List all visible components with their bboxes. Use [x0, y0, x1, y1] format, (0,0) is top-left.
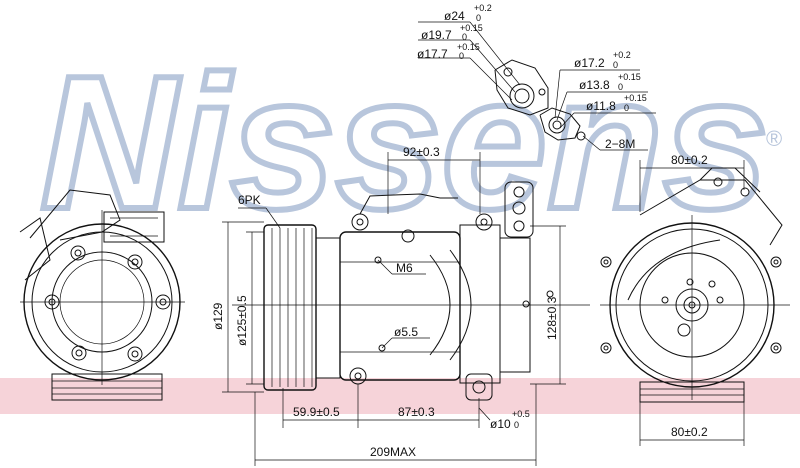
watermark-band	[0, 378, 800, 414]
dim-d11-8-tol-dn: 0	[624, 103, 629, 113]
dim-width-87: 87±0.3	[398, 405, 435, 419]
dim-d19-7: ø19.7	[421, 28, 452, 42]
dim-d17-2-tol-up: +0.2	[613, 50, 631, 60]
fitting-dim-labels: ø24 +0.2 0 ø19.7 +0.15 0 ø17.7 +0.15 0 ø…	[417, 3, 647, 151]
dim-pulley-d129: ø129	[211, 302, 225, 330]
dim-hole-d10-tol-up: +0.5	[512, 409, 530, 419]
watermark-registered-mark: ®	[766, 126, 782, 151]
dim-d11-8: ø11.8	[586, 99, 616, 113]
dim-d13-8: ø13.8	[579, 78, 610, 92]
dim-width-80-bottom: 80±0.2	[671, 425, 708, 439]
front-view	[600, 160, 790, 446]
side-view	[222, 152, 590, 466]
dim-d11-8-tol-up: +0.15	[624, 93, 647, 103]
dim-d17-2-tol-dn: 0	[613, 60, 618, 70]
dim-d24: ø24	[444, 9, 465, 23]
dim-hole-d10: ø10	[490, 417, 511, 431]
dim-d17-7-tol-dn: 0	[459, 51, 464, 61]
dim-d17-2: ø17.2	[574, 56, 605, 70]
fitting-detail	[418, 21, 656, 151]
front-view-dim-labels: 80±0.2 80±0.2	[671, 153, 708, 439]
watermark-text: Nissens	[40, 37, 769, 249]
dim-thread-count: 2−8M	[605, 137, 635, 151]
dim-d13-8-tol-dn: 0	[618, 82, 623, 92]
dim-length-209max: 209MAX	[370, 445, 416, 459]
dim-d13-8-tol-up: +0.15	[618, 72, 641, 82]
dim-d19-7-tol-up: +0.15	[460, 23, 483, 33]
side-view-dim-labels: 92±0.3 6PK M6 ø5.5 ø129 ø125±0.5 128±0.3…	[211, 145, 559, 459]
dim-d17-7-tol-up: +0.15	[457, 42, 480, 52]
dim-d17-7: ø17.7	[417, 47, 448, 61]
dim-thread-m6: M6	[396, 261, 413, 275]
left-end-view	[19, 189, 185, 401]
dim-pulley-d125: ø125±0.5	[235, 295, 249, 346]
dim-pulley-6pk: 6PK	[238, 193, 261, 207]
dim-hole-d5-5: ø5.5	[394, 325, 418, 339]
dim-width-80-top: 80±0.2	[671, 153, 708, 167]
dim-height-128: 128±0.3	[545, 296, 559, 340]
dim-hole-d10-tol-dn: 0	[514, 420, 519, 430]
dim-width-92: 92±0.3	[403, 145, 440, 159]
dim-width-59-9: 59.9±0.5	[293, 405, 340, 419]
dim-d24-tol-up: +0.2	[474, 3, 492, 13]
dim-d19-7-tol-dn: 0	[462, 32, 467, 42]
dim-d24-tol-dn: 0	[476, 13, 481, 23]
